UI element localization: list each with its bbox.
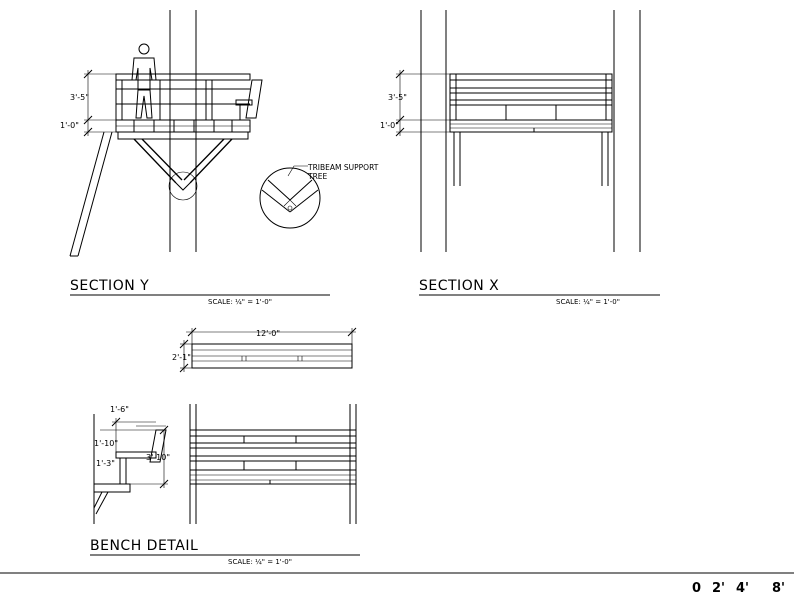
scale-bar-label-8: 8' (772, 581, 785, 595)
tree-callout-label: TREE (307, 172, 328, 181)
section-x-dim-floor: 1'-0" (380, 121, 399, 130)
figure-head (138, 43, 150, 55)
bench-seat-side (115, 451, 157, 459)
deck-beam (117, 131, 249, 140)
bench-section-y (235, 79, 263, 120)
bench-dim-total: 3'-10" (146, 453, 170, 462)
deck-section-x (449, 119, 613, 186)
plan-dim-depth: 2'-1" (172, 353, 191, 362)
section-x-dimensions (395, 69, 450, 137)
bench-detail-title: BENCH DETAIL (90, 538, 198, 554)
bench-detail-drawing: 1'-6" 1'-10" 1'-3" 3'-10" BENCH DETAIL S… (90, 404, 360, 566)
plan-view-drawing (179, 327, 357, 373)
callout-leader (287, 165, 308, 177)
tribeam-detail (259, 165, 321, 229)
section-x-dim-rail: 3'-5" (388, 93, 407, 102)
railing-section-y (115, 73, 251, 120)
detail-callout-circle (168, 171, 198, 201)
section-y-scale: SCALE: ¼" = 1'-0" (208, 298, 272, 306)
scale-bar-label-2: 2' (712, 581, 725, 595)
scale-bar-label-4: 4' (736, 581, 749, 595)
deck-section-y (115, 119, 251, 140)
tribeam-braces (133, 138, 233, 201)
bench-dim-seat-height: 1'-3" (96, 459, 115, 468)
bench-dim-seat-depth: 1'-6" (110, 405, 129, 414)
railing-section-x (449, 73, 613, 120)
bench-side-view (93, 414, 169, 524)
human-scale-figure (131, 43, 157, 119)
bench-back-side (149, 429, 167, 463)
graphic-scale-bar: 0 2' 4' 8' (692, 581, 785, 595)
bench-front-elevation (189, 404, 357, 524)
tribeam-callout-label: TRIBEAM SUPPORT (307, 163, 379, 172)
scale-bar-label-0: 0 (692, 581, 701, 595)
section-y-drawing: 3'-5" 1'-0" TRIBEAM SUPPORT TREE SECTION… (60, 10, 379, 306)
bench-dim-back: 1'-10" (94, 439, 118, 448)
section-y-title: SECTION Y (70, 278, 149, 294)
section-x-title: SECTION X (419, 278, 499, 294)
section-x-scale: SCALE: ¼" = 1'-0" (556, 298, 620, 306)
bench-detail-scale: SCALE: ¼" = 1'-0" (228, 558, 292, 566)
section-x-drawing: 3'-5" 1'-0" SECTION X SCALE: ¼" = 1'-0" (380, 10, 660, 306)
section-y-dim-floor: 1'-0" (60, 121, 79, 130)
ladder (69, 131, 113, 257)
plan-dim-width: 12'-0" (256, 329, 280, 338)
section-y-dim-rail: 3'-5" (70, 93, 89, 102)
tribeam-detail-circle (259, 167, 321, 229)
section-y-dimensions (83, 69, 116, 137)
